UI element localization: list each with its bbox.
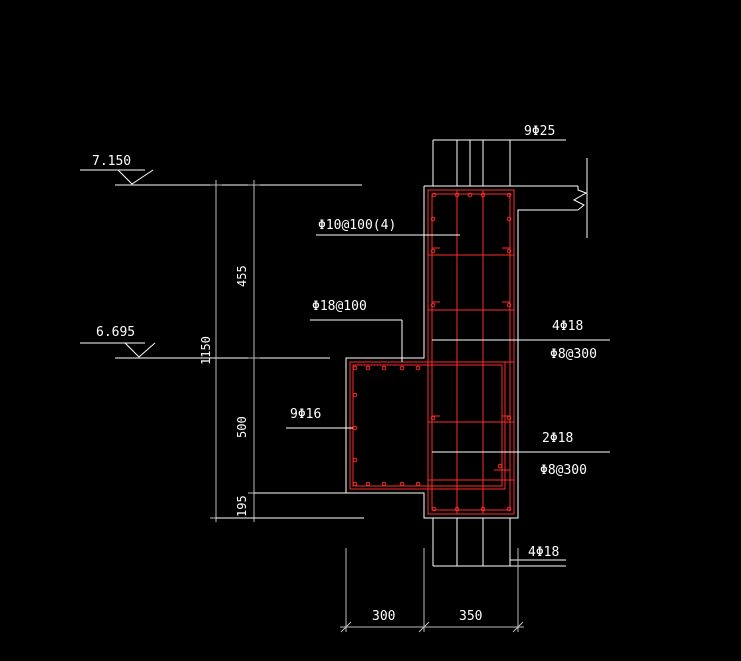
annotation-bottom-bars: 4Φ18 [510,545,566,561]
rebar-dot [430,248,436,254]
rebar-main-column [427,189,515,515]
annotation-right-lower: 2Φ18 Φ8@300 [432,431,610,478]
stirrup-bracket-label: Φ18@100 [312,299,367,314]
dim-bottom-label: 195 [235,495,249,517]
annotation-top-bars: 9Φ25 [510,124,566,141]
rebar-dot [381,365,387,371]
bracket-bars-label: 9Φ16 [290,407,321,422]
rebar-dot [352,425,358,431]
rebar-dot [415,481,421,487]
rebar-dot [480,192,486,198]
annotation-stirrup-upper: Φ10@100(4) [316,218,460,236]
rebar-bracket [349,361,506,490]
dim-total-label: 1150 [199,336,213,365]
rebar-dot [506,302,512,308]
horizontal-dimensions: 300 350 [340,548,524,633]
column-bars-below [432,518,566,567]
right-lower-bars-label: 2Φ18 [542,431,573,446]
rebar-dot [454,506,460,512]
right-upper-bars-label: 4Φ18 [552,319,583,334]
annotation-right-upper: 4Φ18 Φ8@300 [432,319,610,362]
right-upper-tie-label: Φ8@300 [550,347,597,362]
rebar-dot [399,481,405,487]
dim-middle-label: 500 [235,416,249,438]
dim-right-width-label: 350 [459,609,482,624]
column-bars-above [432,139,566,186]
rebar-dot [381,481,387,487]
rebar-dot [506,415,512,421]
rebar-dot [431,506,437,512]
rebar-dot [430,302,436,308]
rebar-dot [506,216,512,222]
rebar-dot [430,216,436,222]
elevation-mid-label: 6.695 [96,325,135,340]
annotation-stirrup-bracket: Φ18@100 [310,299,403,362]
elevation-top-label: 7.150 [92,154,131,169]
rebar-dot [431,192,437,198]
rebar-dot [497,463,503,469]
annotation-bracket-bars: 9Φ16 [286,407,353,429]
rebar-dot [365,365,371,371]
rebar-dot [399,365,405,371]
rebar-dot [506,506,512,512]
rebar-dot [506,248,512,254]
section-outline [345,158,588,519]
rebar-dot [415,365,421,371]
stirrup-upper-label: Φ10@100(4) [318,218,396,233]
rebar-dot [352,365,358,371]
rebar-dot [352,481,358,487]
elevation-marker-mid: 6.695 [80,325,330,359]
right-lower-tie-label: Φ8@300 [540,463,587,478]
vertical-dimensions: 1150 455 500 195 [199,180,364,522]
rebar-dot [430,415,436,421]
bottom-bars-label: 4Φ18 [528,545,559,560]
rebar-dot [480,506,486,512]
rebar-dot [352,392,358,398]
dim-upper-label: 455 [235,265,249,287]
rebar-dot [365,481,371,487]
dim-left-width-label: 300 [372,609,395,624]
elevation-marker-top: 7.150 [80,154,362,186]
rebar-dot [506,192,512,198]
top-bars-label: 9Φ25 [524,124,555,139]
rebar-dot [467,192,473,198]
rebar-dot [454,192,460,198]
rebar-bar-dots [352,192,512,512]
rebar-dot [352,457,358,463]
